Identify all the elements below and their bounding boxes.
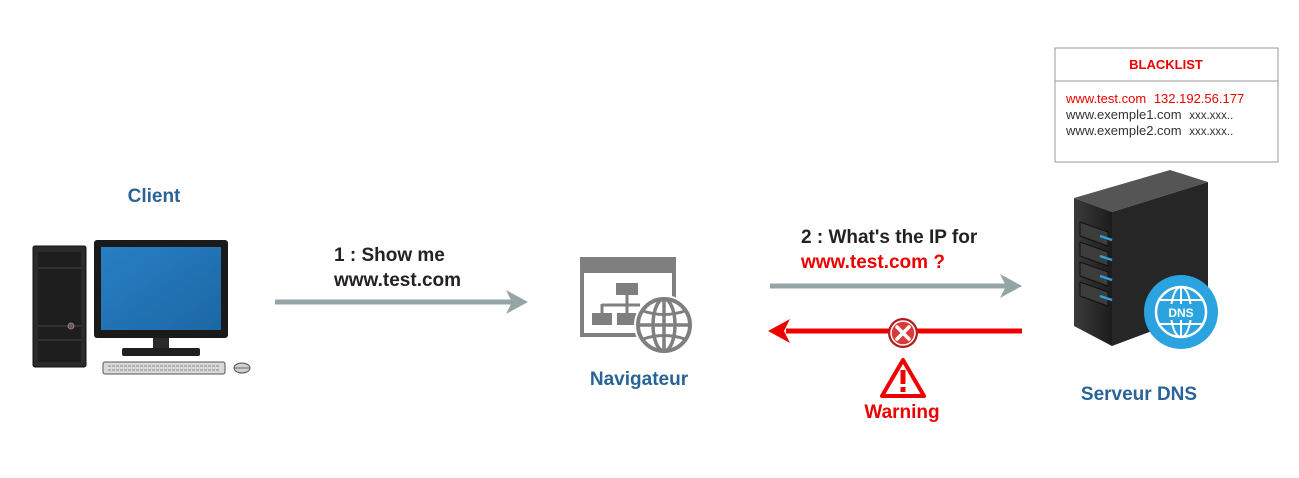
globe-icon [634, 295, 694, 355]
blacklist-entry: www.exemple1.com xxx.xxx.. [1065, 107, 1233, 122]
blacklist-title: BLACKLIST [1129, 57, 1203, 72]
warning-triangle-icon [880, 358, 926, 398]
client-computer-icon [32, 240, 251, 375]
request-label-line2: www.test.com [333, 270, 461, 291]
query-label-line1: 2 : What's the IP for [801, 227, 978, 248]
blacklist-entry-domain: www.exemple1.com [1065, 107, 1182, 122]
browser-window-icon [580, 257, 676, 337]
blacklist-entry-ip: xxx.xxx.. [1189, 110, 1233, 122]
dns-badge-text: DNS [1168, 306, 1193, 320]
warning-label: Warning [864, 402, 939, 423]
blacklist-entry: www.exemple2.com xxx.xxx.. [1065, 123, 1233, 138]
blacklist-panel: BLACKLIST www.test.com 132.192.56.177 ww… [1054, 47, 1279, 163]
dns-server-label: Serveur DNS [1081, 384, 1197, 405]
request-arrow [275, 290, 528, 314]
query-arrow [770, 274, 1022, 298]
blacklist-entry-domain: www.test.com [1065, 91, 1146, 106]
request-label-line1: 1 : Show me [334, 245, 445, 266]
client-label: Client [128, 186, 181, 207]
dns-badge-icon: DNS [1144, 275, 1218, 349]
browser-label: Navigateur [590, 369, 689, 390]
blacklist-entry: www.test.com 132.192.56.177 [1065, 91, 1244, 106]
query-label-line2: www.test.com ? [800, 252, 945, 273]
blacklist-entry-ip: 132.192.56.177 [1154, 91, 1244, 106]
blocked-x-icon [888, 318, 918, 348]
blacklist-entry-domain: www.exemple2.com [1065, 123, 1182, 138]
blacklist-entry-ip: xxx.xxx.. [1189, 126, 1233, 138]
